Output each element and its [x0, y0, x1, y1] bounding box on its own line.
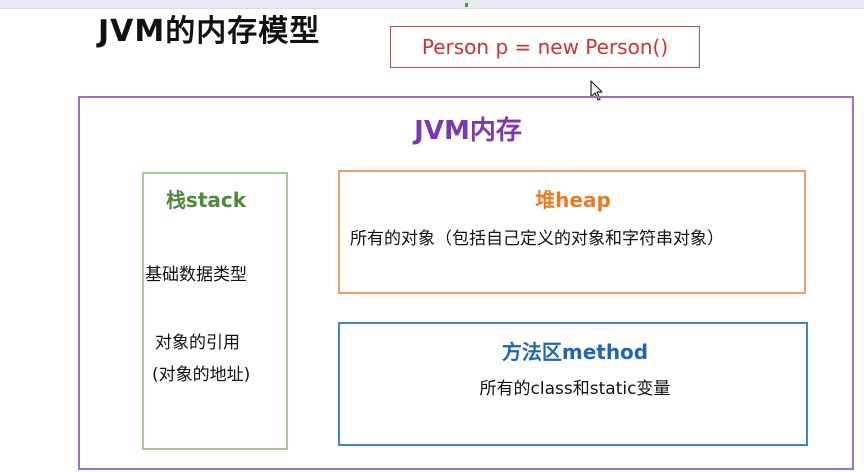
stack-line-object-address: (对象的地址): [152, 365, 251, 385]
stack-line-object-reference: 对象的引用: [155, 333, 240, 353]
stack-line-primitive-types: 基础数据类型: [145, 265, 247, 285]
page-title: JVM的内存模型: [98, 14, 321, 49]
heap-description: 所有的对象（包括自己定义的对象和字符串对象）: [350, 229, 724, 249]
status-dot: [465, 3, 468, 7]
stack-box: [142, 172, 288, 450]
stack-label: 栈stack: [165, 188, 247, 212]
jvm-memory-box: [78, 96, 854, 470]
heap-label: 堆heap: [535, 188, 611, 212]
jvm-memory-label: JVM内存: [414, 116, 522, 146]
code-example-text: Person p = new Person(): [421, 35, 669, 59]
window-top-bar: [0, 0, 864, 9]
code-example-box: Person p = new Person(): [390, 26, 700, 68]
method-area-label: 方法区method: [501, 340, 649, 364]
heap-box: [338, 170, 806, 294]
method-area-description: 所有的class和static变量: [479, 379, 671, 399]
method-area-box: [338, 322, 808, 446]
